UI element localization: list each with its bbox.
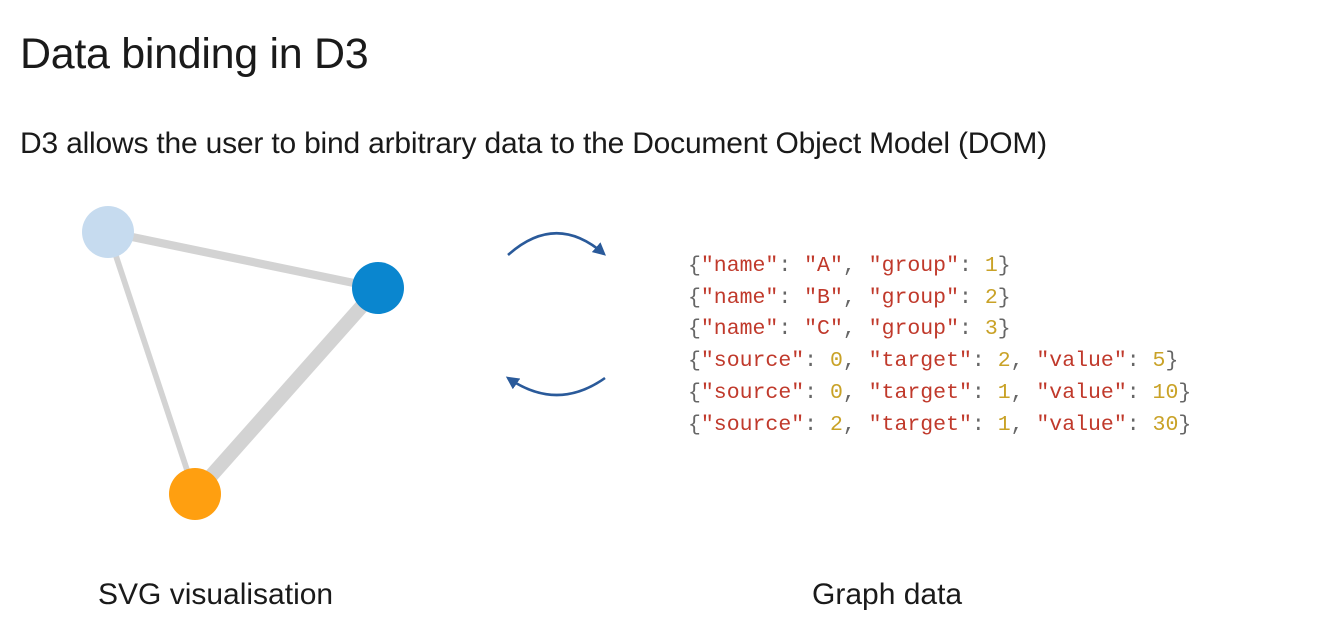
- graph-node-A: [82, 206, 134, 258]
- caption-svg-visualisation: SVG visualisation: [98, 578, 334, 611]
- graph-node-C: [169, 468, 221, 520]
- code-line: {"name": "C", "group": 3}: [688, 317, 1011, 342]
- code-line: {"name": "B", "group": 2}: [688, 285, 1011, 310]
- caption-graph-data: Graph data: [812, 578, 963, 611]
- graph-link-0: [105, 231, 198, 495]
- sync-arrow-top-icon: [507, 232, 606, 256]
- slide-title: Data binding in D3: [20, 30, 369, 78]
- code-line: {"source": 2, "target": 1, "value": 30}: [688, 412, 1192, 437]
- links-layer: [105, 227, 384, 499]
- sync-arrow-bottom-icon: [505, 376, 606, 397]
- nodes-layer: [82, 206, 404, 520]
- graph-node-B: [352, 262, 404, 314]
- code-line: {"source": 0, "target": 2, "value": 5}: [688, 349, 1179, 374]
- slide-subtitle: D3 allows the user to bind arbitrary dat…: [20, 127, 1047, 160]
- code-line: {"name": "A", "group": 1}: [688, 254, 1011, 278]
- graph-link-2: [189, 283, 384, 499]
- code-line: {"source": 0, "target": 1, "value": 10}: [688, 380, 1192, 405]
- graph-data-code: {"name": "A", "group": 1} {"name": "B", "…: [688, 251, 1191, 441]
- graph-link-1: [107, 227, 379, 293]
